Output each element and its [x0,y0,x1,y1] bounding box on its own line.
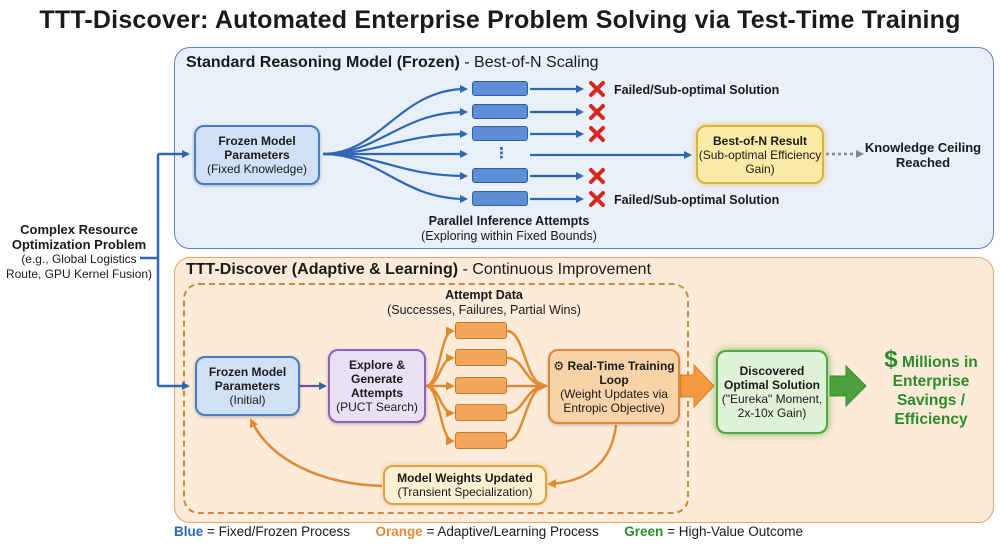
attempt-data-subtitle: (Successes, Failures, Partial Wins) [387,303,581,317]
legend: Blue = Fixed/Frozen Process Orange = Ada… [174,524,803,539]
top-panel-title-rest: - Best-of-N Scaling [459,54,599,71]
top-panel-title-bold: Standard Reasoning Model (Frozen) [186,54,460,71]
bottom-panel-title-rest: - Continuous Improvement [458,261,652,278]
input-problem: Complex Resource Optimization Problem (e… [4,222,154,282]
fail-x-icon [588,80,606,103]
learning-loop-region [183,283,689,514]
training-to-weights-arrow [547,424,618,489]
best-of-n-node: Best-of-N Result (Sub-optimal Efficiency… [696,125,824,184]
attempt-bar [455,349,507,366]
frozen-model-node: Frozen Model Parameters (Fixed Knowledge… [194,125,320,185]
frozen-model-subtitle: (Fixed Knowledge) [206,162,308,176]
best-of-n-subtitle: (Sub-optimal Efficiency Gain) [698,147,822,176]
explore-node: Explore & Generate Attempts (PUCT Search… [328,349,426,423]
frozen-model-initial-node: Frozen Model Parameters (Initial) [195,356,300,416]
training-to-solution-arrow [679,363,715,409]
frozen-initial-subtitle: (Initial) [229,393,266,407]
dollar-icon: $ [884,346,898,373]
weights-updated-node: Model Weights Updated (Transient Special… [383,465,547,505]
legend-green-key: Green [624,524,664,539]
training-subtitle: (Weight Updates via Entropic Objective) [560,386,668,415]
attempt-bar [472,104,528,119]
training-title: Real-Time Training Loop [567,358,675,387]
frozen-model-title: Frozen Model Parameters [218,134,296,162]
parallel-title: Parallel Inference Attempts [428,214,590,228]
fan-out-arrows-top [322,85,468,203]
attempt-bar [455,404,507,421]
legend-blue-text: = Fixed/Frozen Process [203,524,350,539]
frozen-initial-title: Frozen Model Parameters [208,365,287,393]
input-title: Complex Resource Optimization Problem [11,222,147,252]
training-title-row: ⚙ Real-Time Training Loop [550,359,678,387]
parallel-subtitle: (Exploring within Fixed Bounds) [421,229,597,243]
fan-in-arrows-bottom [506,329,548,443]
input-splitter-arrow [140,150,190,390]
fail-x-icon [588,103,606,126]
attempt-bar [455,432,507,449]
solution-to-outcome-arrow [829,364,867,408]
legend-blue-key: Blue [174,524,204,539]
fail-x-icon [588,190,606,213]
legend-green-text: = High-Value Outcome [663,524,804,539]
attempt-bar [472,168,528,183]
attempt-data-title: Attempt Data [445,288,523,302]
ellipsis: ⋮ [494,145,509,162]
outcome-label: $ Millions in Enterprise Savings / Effic… [866,348,996,429]
attempt-bar [455,377,507,394]
fail-x-icon [588,125,606,148]
parallel-inference-label: Parallel Inference Attempts (Exploring w… [394,214,624,244]
discovered-subtitle: ("Eureka" Moment, 2x-10x Gain) [721,392,823,420]
legend-orange-key: Orange [375,524,423,539]
outcome-text: Millions in Enterprise Savings / Efficie… [892,354,978,428]
attempt-bar [472,126,528,141]
weights-title: Model Weights Updated [397,471,533,485]
attempt-data-label: Attempt Data (Successes, Failures, Parti… [364,288,604,318]
attempt-to-result-arrows [530,85,692,203]
discovered-title: Discovered Optimal Solution [724,364,820,392]
attempt-bar [472,191,528,206]
fail-label-top: Failed/Sub-optimal Solution [614,83,780,97]
bottom-panel-title: TTT-Discover (Adaptive & Learning) - Con… [186,261,651,279]
best-of-n-title: Best-of-N Result [712,133,807,148]
discovered-solution-node: Discovered Optimal Solution ("Eureka" Mo… [716,350,828,434]
gear-icon: ⚙ [553,358,565,373]
attempt-bar [472,81,528,96]
explore-subtitle: (PUCT Search) [336,400,418,414]
input-subtitle: (e.g., Global Logistics Route, GPU Kerne… [5,252,153,281]
knowledge-ceiling-label: Knowledge Ceiling Reached [864,140,982,170]
fan-out-arrows-bottom [425,326,455,446]
page-title: TTT-Discover: Automated Enterprise Probl… [39,6,961,34]
weights-subtitle: (Transient Specialization) [397,485,533,499]
weights-to-model-arrow [249,418,383,488]
fail-label-bottom: Failed/Sub-optimal Solution [614,193,780,207]
training-loop-node: ⚙ Real-Time Training Loop (Weight Update… [548,349,680,424]
attempt-bar [455,322,507,339]
explore-title: Explore & Generate Attempts [348,358,405,400]
fail-x-icon [588,167,606,190]
bottom-panel-title-bold: TTT-Discover (Adaptive & Learning) [186,261,459,278]
legend-orange-text: = Adaptive/Learning Process [422,524,599,539]
top-panel-title: Standard Reasoning Model (Frozen) - Best… [186,54,599,72]
